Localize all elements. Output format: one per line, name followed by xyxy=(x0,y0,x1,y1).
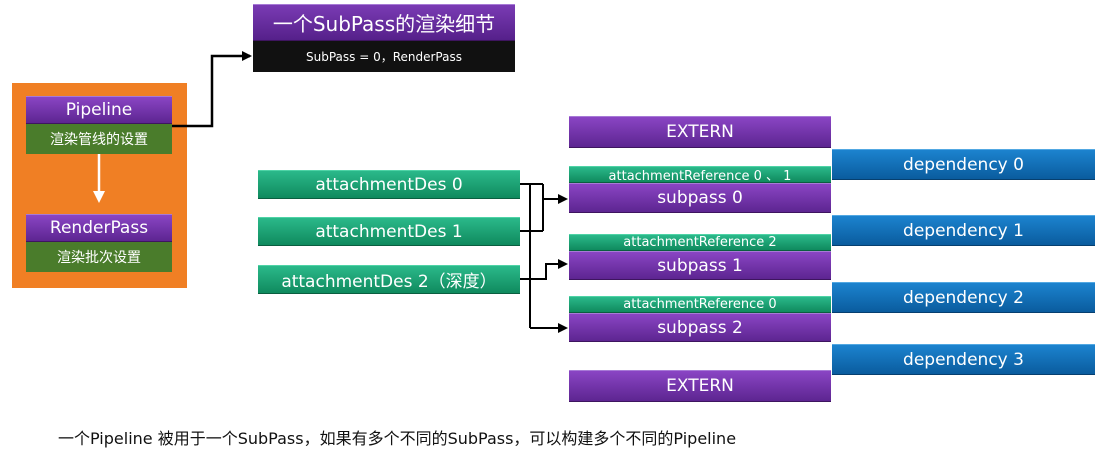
attachment-2-label: attachmentDes 2（深度） xyxy=(281,272,497,292)
extern-top-label: EXTERN xyxy=(666,122,734,142)
dependency-1-label: dependency 1 xyxy=(903,220,1024,241)
dependency-3: dependency 3 xyxy=(832,344,1095,375)
renderpass-label: RenderPass xyxy=(49,218,149,238)
dependency-0-label: dependency 0 xyxy=(903,154,1024,175)
extern-bottom: EXTERN xyxy=(569,370,831,402)
pipeline-desc: 渲染管线的设置 xyxy=(50,132,148,148)
title-heading: 一个SubPass的渲染细节 xyxy=(272,12,496,36)
attachment-1: attachmentDes 1 xyxy=(258,217,520,246)
subpass-1-reference-label: attachmentReference 2 xyxy=(623,235,777,250)
extern-bottom-label: EXTERN xyxy=(666,376,734,396)
renderpass-desc-box: 渲染批次设置 xyxy=(26,242,172,272)
subpass-1: subpass 1 xyxy=(569,251,831,280)
extern-top: EXTERN xyxy=(569,116,831,148)
subpass-2-reference: attachmentReference 0 xyxy=(569,296,831,313)
subpass-0-reference: attachmentReference 0 、 1 xyxy=(569,166,831,184)
renderpass-box: RenderPass xyxy=(26,214,172,242)
attachment-1-label: attachmentDes 1 xyxy=(315,221,463,242)
attachment-connectors xyxy=(520,183,568,333)
pipeline-box: Pipeline xyxy=(26,96,172,124)
subpass-0-label: subpass 0 xyxy=(657,188,743,208)
subpass-0: subpass 0 xyxy=(569,183,831,213)
attachment-0-label: attachmentDes 0 xyxy=(315,174,463,195)
title-subbar: SubPass = 0，RenderPass xyxy=(253,41,515,72)
dependency-0: dependency 0 xyxy=(832,149,1095,180)
renderpass-desc: 渲染批次设置 xyxy=(57,250,141,266)
caption: 一个Pipeline 被用于一个SubPass，如果有多个不同的SubPass，… xyxy=(58,429,737,448)
dependency-2-label: dependency 2 xyxy=(903,287,1024,308)
subpass-2: subpass 2 xyxy=(569,313,831,342)
dependency-2: dependency 2 xyxy=(832,282,1095,313)
subpass-1-reference: attachmentReference 2 xyxy=(569,234,831,251)
attachment-0: attachmentDes 0 xyxy=(258,170,520,199)
dependency-3-label: dependency 3 xyxy=(903,349,1024,370)
title-bar: 一个SubPass的渲染细节 xyxy=(253,4,515,41)
subpass-2-label: subpass 2 xyxy=(657,317,743,338)
attachment-2: attachmentDes 2（深度） xyxy=(258,265,520,294)
pipeline-desc-box: 渲染管线的设置 xyxy=(26,124,172,154)
pipeline-to-title-arrow xyxy=(172,51,252,128)
subpass-1-label: subpass 1 xyxy=(657,255,743,276)
subpass-0-reference-label: attachmentReference 0 、 1 xyxy=(608,169,792,184)
pipeline-label: Pipeline xyxy=(65,100,133,120)
title-subtext: SubPass = 0，RenderPass xyxy=(306,50,462,64)
subpass-2-reference-label: attachmentReference 0 xyxy=(623,297,777,312)
dependency-1: dependency 1 xyxy=(832,215,1095,246)
